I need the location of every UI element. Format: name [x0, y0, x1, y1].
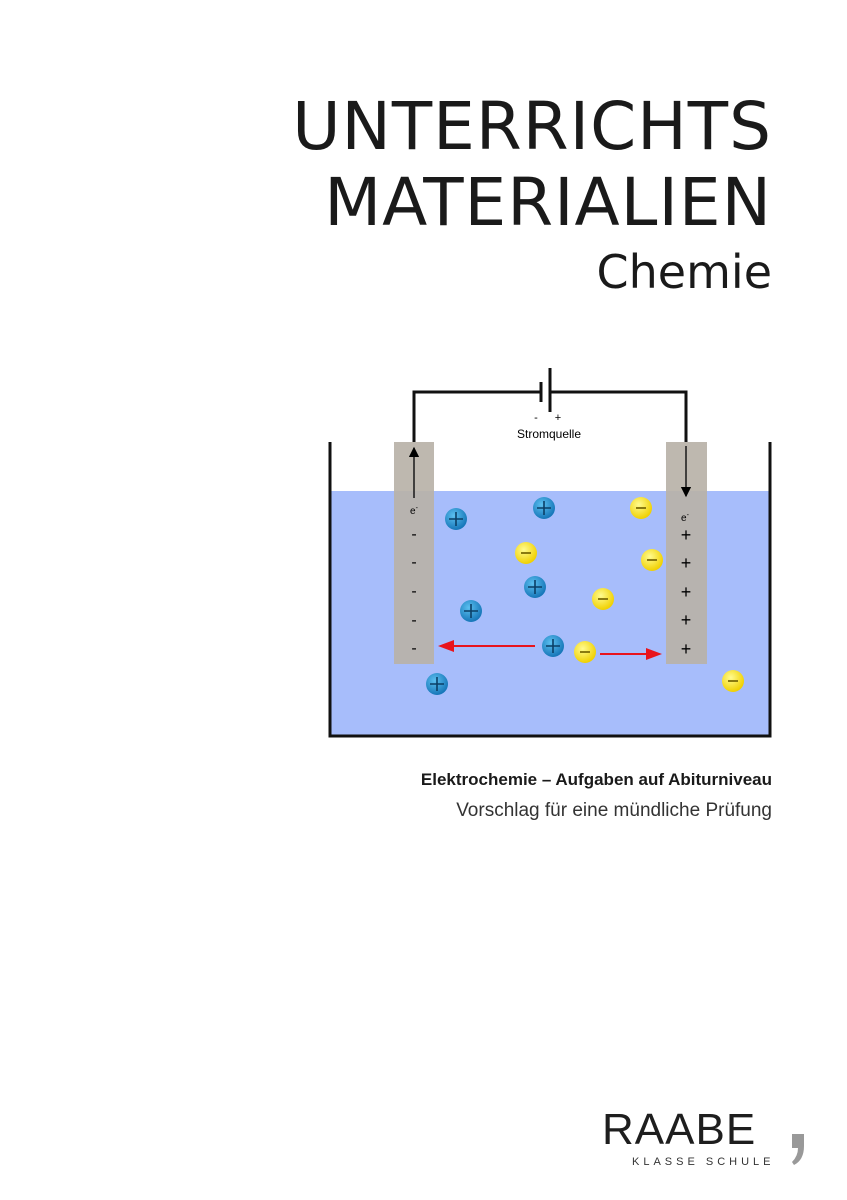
anion-arrowhead: [646, 648, 662, 660]
cathode-charge: -: [411, 640, 416, 657]
cathode-charge: -: [411, 612, 416, 629]
anode-charge: +: [681, 639, 692, 659]
beaker: [328, 442, 772, 738]
cation-icon: [533, 497, 555, 519]
title-line-1: UNTERRICHTS: [292, 88, 772, 165]
cation-icon: [426, 673, 448, 695]
cation-icon: [524, 576, 546, 598]
anion-icon: [722, 670, 744, 692]
logo-tagline: KLASSE SCHULE: [632, 1156, 775, 1168]
cation-arrowhead: [438, 640, 454, 652]
power-source-label: Stromquelle: [517, 427, 581, 441]
minus-pole: -: [534, 412, 538, 424]
publisher-logo: RAABE KLASSE SCHULE: [602, 1105, 782, 1169]
anion-icon: [630, 497, 652, 519]
plus-pole: +: [555, 412, 561, 424]
cation-icon: [445, 508, 467, 530]
cathode-charge: -: [411, 554, 416, 571]
anion-icon: [515, 542, 537, 564]
wire: [412, 390, 688, 442]
title-line-2: MATERIALIEN: [324, 164, 772, 241]
subject-title: Chemie: [596, 245, 772, 299]
electron-label-right: e-: [681, 512, 690, 524]
anode-charge: +: [681, 553, 692, 573]
electron-label-left: e-: [410, 505, 419, 517]
anion-icon: [641, 549, 663, 571]
logo-comma-icon: [792, 1134, 804, 1165]
cation-icon: [542, 635, 564, 657]
anode-charge: +: [681, 582, 692, 602]
subtitle-secondary: Vorschlag für eine mündliche Prüfung: [456, 800, 772, 821]
subtitle-main: Elektrochemie – Aufgaben auf Abiturnivea…: [420, 770, 772, 789]
cathode-charge: -: [411, 526, 416, 543]
anode-charge: +: [681, 610, 692, 630]
anion-icon: [592, 588, 614, 610]
anode-charge: +: [681, 525, 692, 545]
logo-wordmark: RAABE: [602, 1105, 757, 1154]
anion-icon: [574, 641, 596, 663]
cathode-charge: -: [411, 583, 416, 600]
cation-icon: [460, 600, 482, 622]
